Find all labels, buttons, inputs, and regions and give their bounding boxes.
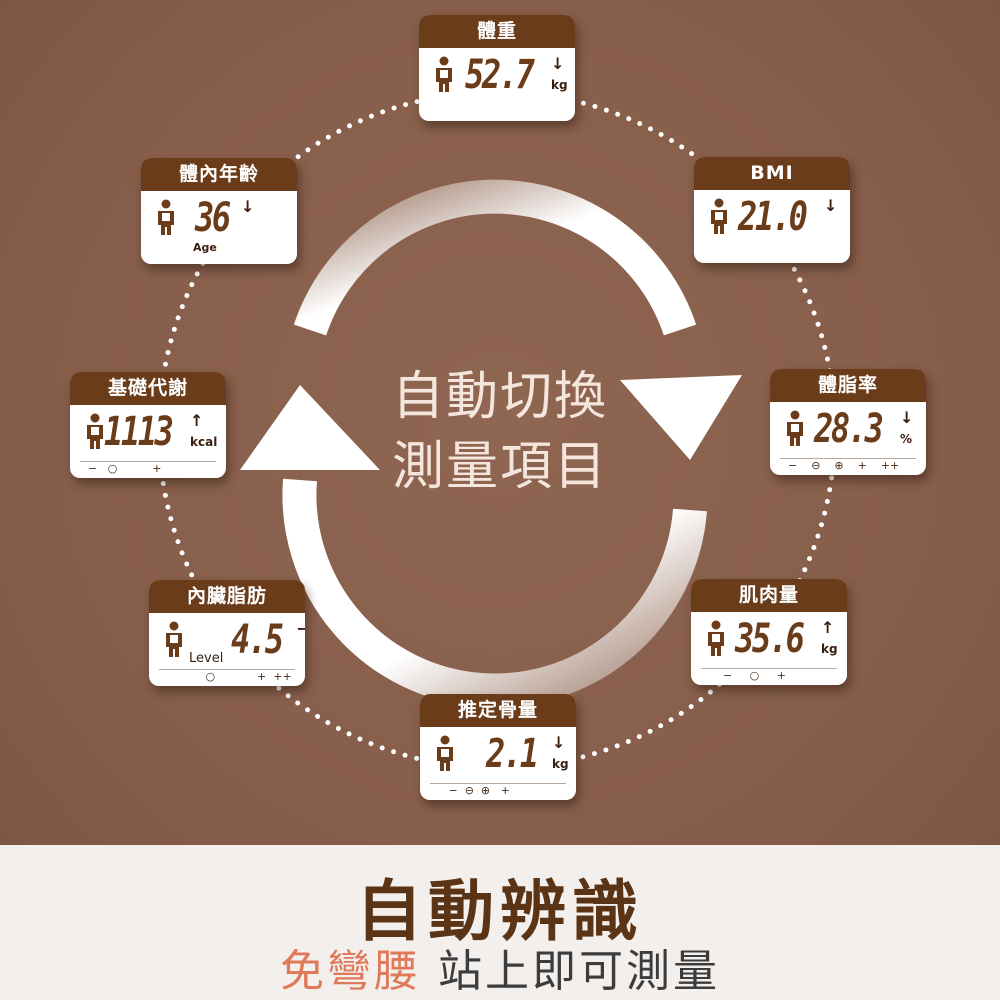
trend-arrow: ↓ — [241, 197, 255, 216]
card-value: 21.0 — [738, 194, 808, 240]
footer-subtitle: 免彎腰 站上即可測量 — [0, 935, 1000, 999]
person-kg-icon — [436, 56, 452, 92]
trend-arrow: ↓ — [552, 733, 566, 752]
arrow-head-right — [620, 375, 742, 460]
person-age-icon — [158, 199, 174, 235]
card-unit: Age — [193, 241, 217, 254]
card-title: 基礎代謝 — [70, 372, 226, 405]
card-unit: kcal — [190, 435, 218, 449]
level-scale: ○ + ++ — [159, 669, 295, 684]
card-title: 肌肉量 — [691, 579, 847, 612]
person-visceral-icon — [166, 621, 182, 657]
subtitle-rest: 站上即可測量 — [421, 946, 720, 997]
card-bone: 推定骨量 2.1 ↓ kg − ⊖ ⊕ + — [420, 694, 576, 800]
person-fat-icon — [787, 410, 803, 446]
card-value: 36 — [195, 195, 231, 241]
card-title: 體內年齡 — [141, 158, 297, 191]
arrow-arc-right — [293, 179, 697, 336]
card-title: 體重 — [419, 15, 575, 48]
level-scale: − ⊖ ⊕ + — [430, 783, 566, 798]
person-kg-icon — [437, 735, 453, 771]
center-line-2: 測量項目 — [391, 437, 608, 497]
trend-arrow: ↓ — [551, 54, 565, 73]
footer-band — [0, 845, 1000, 1000]
card-muscle: 肌肉量 35.6 ↑ kg − ○ + — [691, 579, 847, 685]
level-scale: − ○ + — [701, 668, 837, 683]
card-visceral-fat: 內臟脂肪 4.5 → Level ○ + ++ — [149, 580, 305, 686]
card-unit: Level — [189, 651, 224, 666]
card-body-fat: 體脂率 28.3 ↓% − ⊖ ⊕ + ++ — [770, 369, 926, 475]
center-line-1: 自動切換 — [391, 367, 608, 427]
level-scale: − ○ + — [80, 461, 216, 476]
person-bmr-icon — [87, 413, 103, 449]
card-bmi: BMI 21.0 ↓ — [694, 157, 850, 263]
person-muscle-icon — [708, 620, 724, 656]
trend-arrow: ↓ — [900, 408, 914, 427]
footer-title: 自動辨識 — [356, 873, 644, 950]
card-value: 52.7 — [465, 52, 535, 98]
card-unit: % — [900, 432, 913, 446]
card-unit: kg — [552, 757, 569, 771]
card-value: 1113 — [104, 409, 174, 455]
trend-arrow: → — [297, 619, 305, 638]
person-bmi-icon — [711, 198, 727, 234]
center-caption: 自動切換 測量項目 — [360, 362, 640, 502]
card-bmr: 基礎代謝 1113 ↑ kcal − ○ + — [70, 372, 226, 478]
card-unit: kg — [821, 642, 838, 656]
card-value: 2.1 — [486, 731, 539, 777]
arrow-head-left — [240, 385, 380, 470]
trend-arrow: ↑ — [190, 411, 204, 430]
trend-arrow: ↓ — [824, 196, 838, 215]
card-title: 體脂率 — [770, 369, 926, 402]
arrow-arc-left — [282, 478, 707, 708]
card-value: 35.6 — [735, 616, 805, 662]
trend-arrow: ↑ — [821, 618, 835, 637]
subtitle-highlight: 免彎腰 — [280, 946, 421, 997]
card-title: 推定骨量 — [420, 694, 576, 727]
card-value: 28.3 — [814, 406, 884, 452]
card-title: 內臟脂肪 — [149, 580, 305, 613]
card-weight: 體重 52.7 ↓ kg — [419, 15, 575, 121]
card-value: 4.5 — [231, 617, 284, 663]
level-scale: − ⊖ ⊕ + ++ — [780, 458, 916, 473]
card-body-age: 體內年齡 36 ↓ Age — [141, 158, 297, 264]
card-unit: kg — [551, 78, 568, 92]
card-title: BMI — [694, 157, 850, 190]
